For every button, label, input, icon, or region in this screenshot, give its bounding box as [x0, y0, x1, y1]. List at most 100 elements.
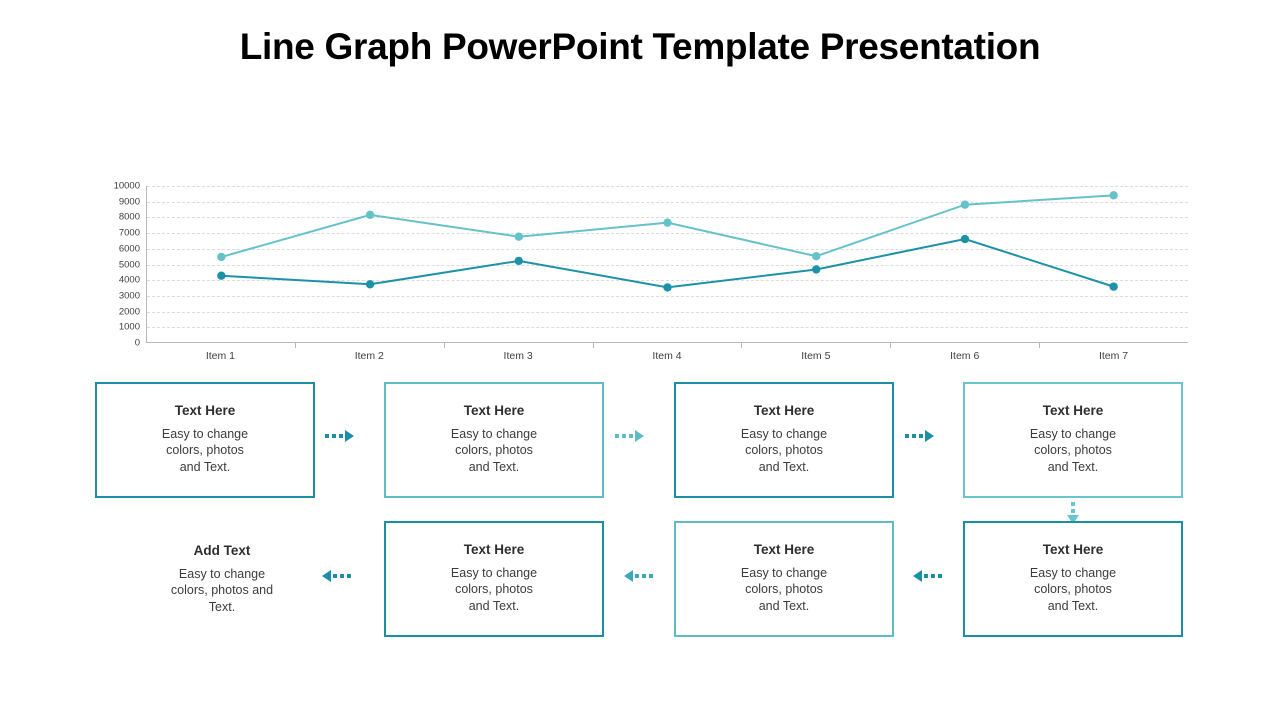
chart-x-tick-label: Item 3: [503, 350, 533, 362]
chart-y-tick-label: 2000: [118, 305, 140, 317]
chart-data-point: [663, 283, 672, 292]
arrow-dot: [629, 434, 633, 438]
arrow-dot: [905, 434, 909, 438]
chart-y-tick-label: 10000: [113, 180, 140, 192]
chart-gridline: [147, 248, 1188, 250]
chart-gridline: [147, 311, 1188, 313]
chart-series-line: [221, 239, 1113, 287]
chart-gridline: [147, 264, 1188, 266]
arrow-dot: [615, 434, 619, 438]
chart-gridline: [147, 280, 1188, 282]
chart-y-tick-label: 6000: [118, 243, 140, 255]
chart-y-tick-label: 5000: [118, 258, 140, 270]
arrow-dot: [938, 574, 942, 578]
chart-gridline: [147, 295, 1188, 297]
flow-arrow-top-3: [905, 430, 934, 442]
arrow-dot: [622, 434, 626, 438]
arrow-dots: [333, 574, 351, 578]
chart-x-tickmark: [741, 343, 743, 348]
chart-y-tick-label: 7000: [118, 227, 140, 239]
arrow-dot: [924, 574, 928, 578]
arrow-head-icon: [635, 430, 644, 442]
chart-y-tick-label: 9000: [118, 195, 140, 207]
arrow-dot: [931, 574, 935, 578]
arrow-dot: [333, 574, 337, 578]
chart-y-tick-label: 8000: [118, 211, 140, 223]
arrow-dot: [635, 574, 639, 578]
flow-box-title: Text Here: [463, 541, 525, 557]
chart-data-point: [1109, 191, 1118, 200]
chart-y-tick-label: 4000: [118, 274, 140, 286]
chart-x-tick-label: Item 4: [652, 350, 682, 362]
arrow-head-icon: [1067, 515, 1079, 524]
chart-series-svg: [217, 191, 1118, 292]
flow-arrow-down: [1067, 502, 1079, 524]
arrow-dots: [615, 434, 633, 438]
chart-y-tick-label: 0: [134, 337, 140, 349]
flow-arrow-bottom-2: [624, 570, 653, 582]
arrow-dot: [347, 574, 351, 578]
arrow-dot: [339, 434, 343, 438]
arrow-dots-vertical: [1071, 502, 1075, 513]
arrow-head-icon: [345, 430, 354, 442]
flow-arrow-bottom-1: [322, 570, 351, 582]
arrow-dot: [325, 434, 329, 438]
chart-x-tickmark: [443, 343, 445, 348]
chart-data-point: [1109, 282, 1118, 291]
chart-x-tick-label: Item 2: [354, 350, 384, 362]
chart-x-tick-label: Item 6: [950, 350, 980, 362]
flow-arrow-top-2: [615, 430, 644, 442]
chart-plot-area: [146, 186, 1188, 343]
arrow-dot: [1071, 509, 1075, 513]
chart-data-point: [217, 252, 226, 262]
flow-arrow-top-1: [325, 430, 354, 442]
chart-gridline: [147, 233, 1188, 235]
flow-box-title: Text Here: [174, 402, 236, 418]
arrow-dot: [912, 434, 916, 438]
chart-data-point: [960, 200, 970, 209]
arrow-dots: [924, 574, 942, 578]
chart-x-tick-label: Item 1: [205, 350, 236, 362]
chart-gridline: [147, 186, 1188, 187]
chart-x-tickmark: [592, 343, 594, 348]
flow-box-title: Text Here: [753, 541, 815, 557]
chart-data-point: [960, 234, 970, 244]
flow-box-title: Text Here: [463, 402, 525, 418]
chart-data-point: [365, 210, 375, 220]
flow-arrow-bottom-3: [913, 570, 942, 582]
chart-y-tick-label: 3000: [118, 290, 140, 302]
arrow-dot: [332, 434, 336, 438]
arrow-dot: [340, 574, 344, 578]
page-title: Line Graph PowerPoint Template Presentat…: [239, 26, 1041, 67]
chart-x-tickmark: [890, 343, 892, 348]
arrow-dots: [635, 574, 653, 578]
chart-data-point: [812, 252, 821, 261]
arrow-dot: [649, 574, 653, 578]
flow-box-title: Add Text: [193, 542, 251, 558]
chart-x-tickmark: [294, 343, 296, 348]
chart-data-point: [514, 256, 523, 266]
chart-gridline: [147, 327, 1188, 329]
flow-box-title: Text Here: [753, 402, 815, 418]
arrow-dot: [1071, 502, 1075, 506]
chart-data-point: [365, 280, 375, 289]
arrow-dot: [642, 574, 646, 578]
arrow-dot: [919, 434, 923, 438]
flow-box-title: Text Here: [1042, 402, 1104, 418]
